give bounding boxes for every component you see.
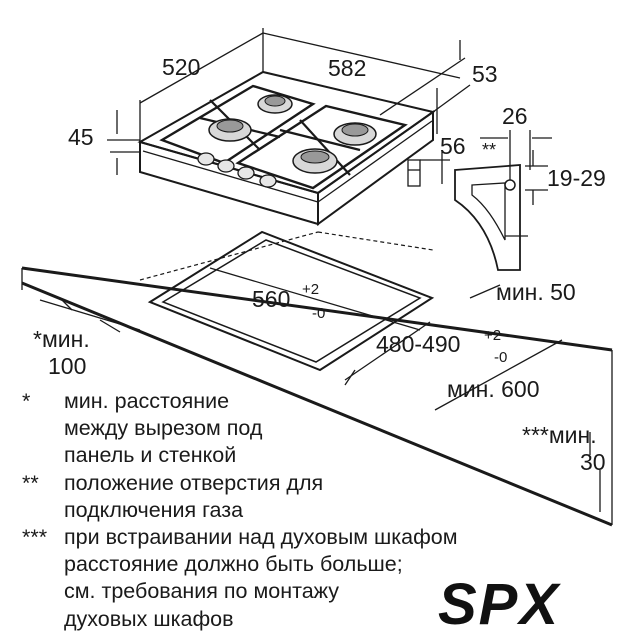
dim-bracket-range: 19-29 [547, 165, 606, 191]
dim-cutout-depth-tol-minus: -0 [494, 349, 507, 366]
dim-cutout-width: 560 [252, 286, 290, 312]
dim-min-oven-top: ***мин. [522, 422, 597, 448]
dim-bracket-mark: ** [482, 140, 496, 160]
dim-min-oven-bottom: 30 [580, 449, 606, 475]
cutout [147, 230, 435, 386]
dim-hob-width: 582 [328, 55, 366, 81]
dim-bracket-width: 26 [502, 103, 528, 129]
burner-front-right [292, 148, 338, 174]
dim-gas-inlet-offset: 56 [440, 133, 466, 159]
hob-dimension-lines [107, 28, 471, 184]
dim-cutout-depth: 480-490 [376, 331, 460, 357]
dimension-labels: 520 582 53 45 56 26 ** 19-29 560 +2 -0 4… [33, 54, 606, 475]
footnotes: * мин. расстояние между вырезом под пане… [22, 388, 458, 633]
dim-min-depth: мин. 600 [447, 376, 540, 402]
dim-hob-height: 45 [68, 124, 94, 150]
countertop [21, 231, 613, 527]
burner-front-left [208, 118, 252, 142]
gas-hob [137, 70, 436, 226]
dim-min-front-top: *мин. [33, 326, 90, 352]
footnote-mark: *** [22, 525, 48, 550]
footnote-text: при встраивании над духовым шкафом расст… [64, 525, 458, 631]
footnote-3: *** при встраивании над духовым шкафом р… [22, 524, 458, 633]
gas-bracket-detail [454, 130, 552, 271]
footnote-mark: ** [22, 470, 39, 495]
svg-text:SPX: SPX [438, 576, 561, 630]
footnote-2: ** положение отверстия для подключения г… [22, 470, 458, 524]
control-knobs [197, 152, 277, 188]
burner-back-right [333, 122, 377, 146]
footnote-text: мин. расстояние между вырезом под панель… [64, 389, 263, 468]
spx-logo: SPX [438, 576, 561, 630]
footnote-mark: * [22, 389, 31, 413]
dim-cutout-width-tol-plus: +2 [302, 281, 319, 298]
countertop-dimension-lines [39, 284, 601, 512]
dim-cutout-width-tol-minus: -0 [312, 305, 325, 322]
footnote-text: положение отверстия для подключения газа [64, 470, 324, 522]
dim-hob-depth: 520 [162, 54, 200, 80]
dim-hob-top-height: 53 [472, 61, 498, 87]
footnote-1: * мин. расстояние между вырезом под пане… [22, 388, 458, 470]
burner-back-left [257, 94, 293, 114]
dim-cutout-depth-tol-plus: +2 [484, 327, 501, 344]
dim-min-front-bottom: 100 [48, 353, 86, 379]
dim-min-back: мин. 50 [496, 279, 576, 305]
